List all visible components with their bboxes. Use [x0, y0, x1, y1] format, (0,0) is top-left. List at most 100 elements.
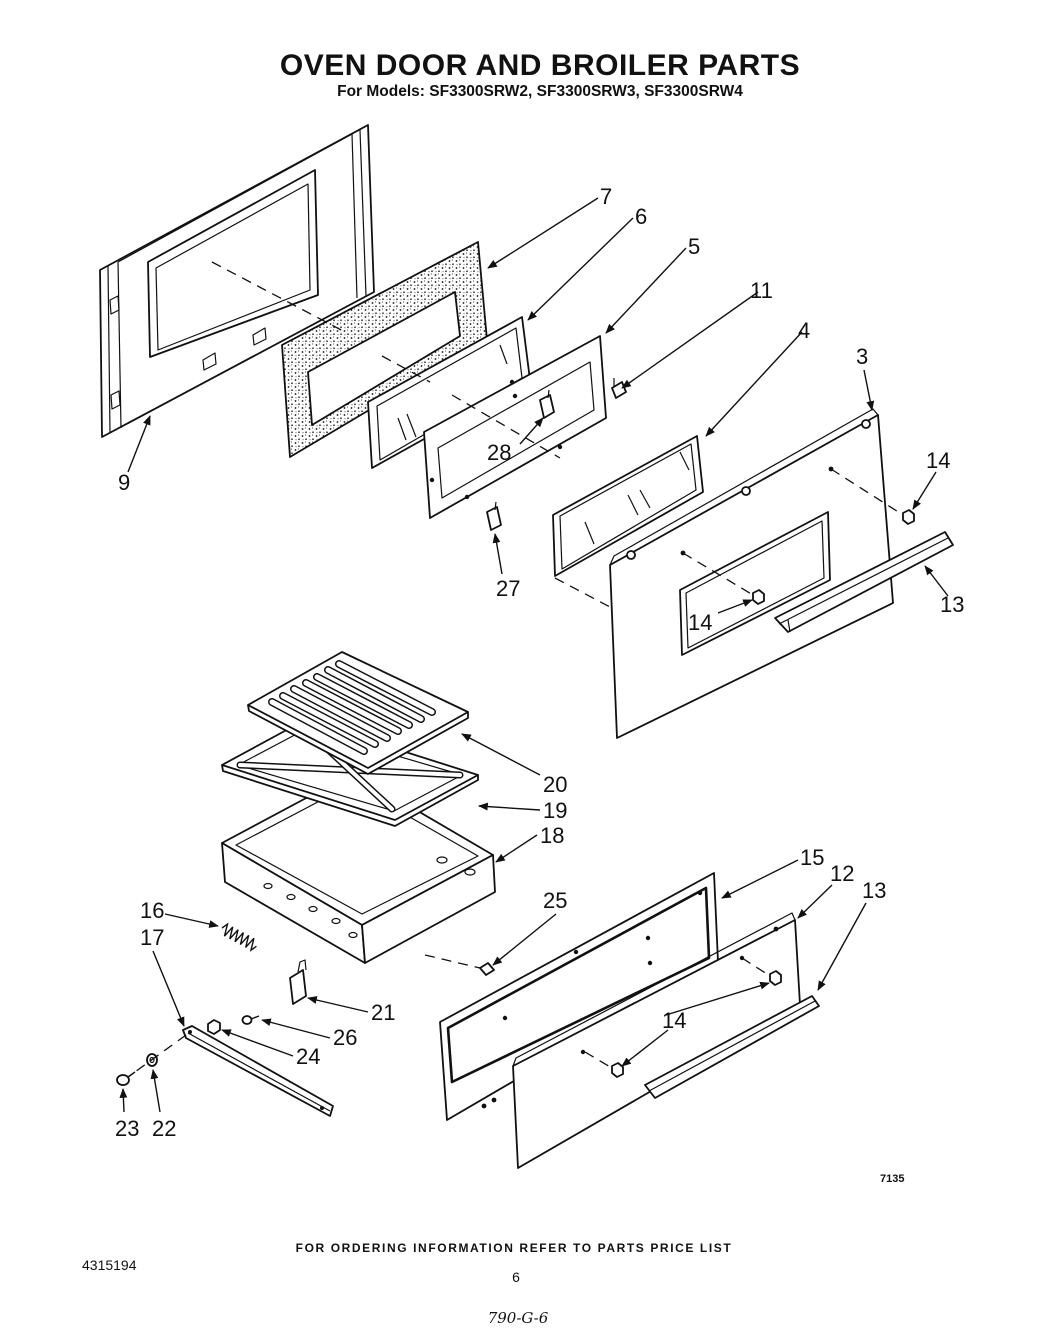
bracket-tab — [494, 501, 497, 511]
part-callout: 13 — [862, 878, 886, 903]
part-callout: 25 — [543, 888, 567, 913]
panel-tab — [109, 295, 120, 315]
slide-rail — [182, 1025, 334, 1117]
alignment-line — [381, 355, 431, 383]
glass-inner-edge — [559, 443, 697, 570]
panel-flange-line — [351, 133, 358, 299]
door-handle — [774, 531, 954, 633]
spring-coil — [221, 922, 257, 952]
panel-flange-line — [117, 261, 122, 429]
pan-support-bracket — [289, 959, 307, 1005]
panel-tab — [110, 390, 121, 410]
outer-door-top-edge — [609, 408, 879, 566]
panel-flange-line — [359, 129, 367, 297]
grid-slot — [280, 693, 378, 747]
part-callout: 20 — [543, 772, 567, 797]
part-callout: 24 — [296, 1044, 320, 1069]
drawer-handle — [644, 995, 820, 1099]
page-number: 6 — [512, 1269, 520, 1285]
drawer-panel-inner-edge — [446, 886, 711, 1084]
handle-edge — [778, 537, 949, 625]
window-frame-outline — [423, 335, 607, 519]
alignment-line — [682, 552, 754, 596]
frame-hole — [464, 494, 470, 500]
pan-hole — [308, 905, 318, 913]
drawer-front-hole — [580, 1049, 586, 1055]
leader-line — [221, 1029, 294, 1057]
bracket-body — [289, 969, 307, 1005]
part-callouts: 7 6 5 11 4 3 14 9 28 27 14 13 20 19 18 1… — [115, 184, 964, 1141]
leader-line — [119, 1088, 128, 1113]
glass-reflection — [627, 494, 639, 516]
handle-end-cap — [787, 619, 791, 633]
leader-line — [461, 733, 541, 776]
part-callout: 14 — [926, 448, 950, 473]
alignment-line — [741, 957, 771, 977]
leader-line — [665, 981, 770, 1016]
pan-hole — [331, 917, 341, 925]
panel-hole — [481, 1103, 487, 1109]
outer-door-window-inner — [685, 520, 825, 649]
panel-window-opening — [147, 169, 319, 358]
pan-hole — [263, 882, 273, 890]
leader-line — [527, 217, 634, 321]
part-callout: 4 — [798, 318, 810, 343]
frame-hole — [557, 444, 563, 450]
alignment-line — [424, 954, 481, 969]
part-callout: 19 — [543, 798, 567, 823]
grid-slot — [291, 686, 390, 741]
panel-bracket — [252, 327, 267, 346]
leader-line — [307, 996, 369, 1013]
grid-slot — [314, 674, 412, 728]
leader-line — [797, 884, 833, 919]
panel-hole — [573, 949, 579, 955]
leader-line — [924, 565, 949, 597]
grid-slots — [268, 660, 436, 755]
leader-line — [127, 415, 151, 473]
leader-line — [721, 859, 799, 899]
grid-slot — [303, 680, 401, 734]
broiler-grid — [247, 651, 469, 775]
part-callout: 21 — [371, 1000, 395, 1025]
pan-side-face — [361, 854, 496, 964]
glass-reflection — [397, 417, 407, 441]
leader-line — [261, 1018, 331, 1039]
part-callout: 6 — [635, 204, 647, 229]
pan-hole — [348, 931, 358, 939]
panel-hole — [502, 1015, 508, 1021]
grid-slot — [336, 661, 435, 715]
models-subtitle: For Models: SF3300SRW2, SF3300SRW3, SF33… — [337, 83, 743, 100]
glass-reflection — [406, 413, 417, 438]
glass-outline — [552, 435, 704, 577]
inner-door-panel — [99, 124, 375, 438]
panel-flange-line — [107, 265, 111, 434]
rail-hole — [188, 1030, 192, 1034]
hex-nut — [207, 1019, 221, 1035]
part-callout: 11 — [750, 278, 773, 303]
ordering-note: FOR ORDERING INFORMATION REFER TO PARTS … — [296, 1241, 733, 1255]
leader-line — [164, 913, 219, 928]
part-callout: 27 — [496, 576, 520, 601]
part-callout: 22 — [152, 1116, 176, 1141]
door-hole — [626, 550, 636, 560]
outer-door-panel — [609, 408, 894, 739]
window-frame — [423, 335, 607, 519]
broiler-pan — [221, 772, 496, 964]
pan-clip — [479, 962, 495, 976]
part-callout: 28 — [487, 440, 511, 465]
leader-line — [478, 802, 541, 811]
part-callout: 9 — [118, 470, 130, 495]
frame-hole — [509, 379, 515, 385]
frame-hole — [429, 477, 435, 483]
rail-hole — [320, 1106, 324, 1110]
shoulder-screw — [116, 1071, 136, 1086]
panel-hole — [697, 890, 703, 896]
handwritten-note: 790-G-6 — [488, 1309, 549, 1327]
drawing-number: 7135 — [880, 1173, 904, 1185]
spring — [221, 922, 257, 952]
part-callout: 12 — [830, 861, 854, 886]
alignment-line — [127, 1034, 187, 1078]
alignment-lines — [127, 261, 904, 1078]
alignment-line — [830, 468, 904, 516]
hex-nut — [611, 1062, 624, 1078]
